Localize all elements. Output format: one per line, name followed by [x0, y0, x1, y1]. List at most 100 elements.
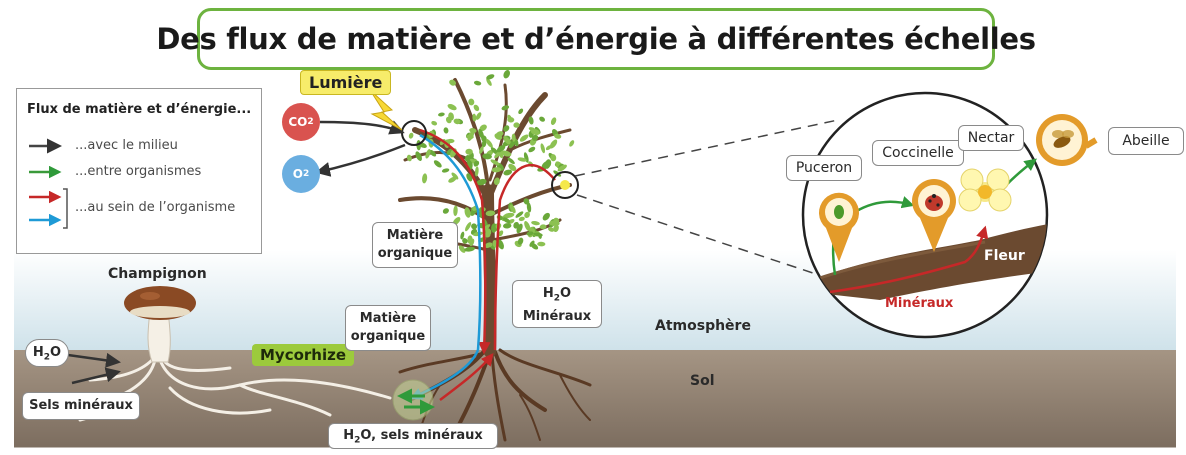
leaf [490, 159, 500, 166]
leaf [481, 139, 487, 148]
legend-title: Flux de matière et d’énergie... [27, 102, 252, 117]
leaf [485, 210, 496, 217]
leaf [473, 104, 480, 112]
h2o-min-sub: 2 [553, 293, 561, 304]
leaf [491, 167, 502, 173]
coccinelle-label: Coccinelle [872, 140, 964, 166]
sap-flow-red-up [493, 164, 556, 351]
leaf [460, 231, 465, 240]
matiere-organique-root-line1: Matière [359, 311, 417, 326]
leaf [542, 212, 550, 221]
leaf [557, 164, 567, 172]
mycorhize-label: Mycorhize [252, 344, 355, 366]
leaf [490, 147, 499, 155]
leaf [523, 152, 529, 163]
h2o-sels-label: H2O, sels minéraux [328, 423, 498, 449]
leaf [479, 124, 487, 132]
leaf [531, 220, 540, 226]
leaf [526, 231, 534, 236]
root-flow-red [439, 353, 494, 401]
fleur-label: Fleur [984, 248, 1025, 264]
leaf [526, 202, 532, 213]
leaf [519, 134, 529, 142]
leaf [464, 207, 471, 218]
h2o-min-o: O [560, 286, 572, 301]
matiere-organique-tree-line1: Matière [386, 228, 444, 243]
leaf [529, 240, 535, 247]
leaf [549, 139, 558, 149]
leaf [531, 134, 539, 141]
leaf [474, 166, 479, 177]
leaf [471, 223, 478, 230]
leaf [538, 232, 542, 239]
abeille-label: Abeille [1108, 127, 1184, 155]
leaf [476, 178, 487, 186]
legend: Flux de matière et d’énergie... ...avec … [16, 88, 262, 254]
o2-arrow [315, 143, 406, 177]
sap-flow-red [419, 128, 491, 355]
leaf [517, 157, 527, 162]
leaf [458, 245, 466, 253]
leaf [524, 220, 531, 232]
atmosphere-label: Atmosphère [655, 318, 751, 334]
leaf [468, 98, 475, 106]
puceron-label: Puceron [786, 155, 862, 181]
mushroom [124, 286, 196, 363]
leaf [511, 133, 516, 142]
h2o-sels-sub: 2 [354, 435, 361, 446]
leaf [478, 128, 484, 139]
leaf [503, 212, 515, 218]
leaf [475, 112, 482, 120]
mycorrhiza-zone [392, 379, 434, 421]
co2-text: CO [288, 115, 308, 129]
leaf [453, 118, 461, 125]
h2o-sels-h: H [343, 428, 355, 443]
leaf [508, 163, 517, 172]
leaf [541, 161, 550, 169]
mineraux-zoom-label: Minéraux [885, 296, 954, 311]
h2o-mineraux-label: H2O Minéraux [512, 280, 602, 328]
leaf [503, 223, 512, 229]
o2-text: O [292, 167, 303, 181]
leaf [500, 150, 512, 157]
leaf [503, 169, 512, 176]
leaf [507, 117, 515, 123]
small-flower [560, 180, 570, 190]
leaf [473, 80, 482, 86]
leaf [486, 74, 495, 80]
leaf [518, 108, 524, 115]
legend-item-milieu: ...avec le milieu [75, 138, 178, 153]
leaf [494, 150, 502, 159]
h2o-o: O [50, 345, 62, 360]
leaf [453, 205, 458, 217]
leaf [472, 113, 477, 122]
legend-arrows [29, 138, 68, 229]
leaf [517, 237, 524, 245]
leaf [464, 246, 476, 252]
leaf [539, 116, 545, 122]
leaf [503, 125, 510, 132]
leaf [550, 154, 557, 162]
leaf [441, 168, 450, 173]
leaf [442, 208, 449, 214]
leaf [503, 69, 510, 79]
lumiere-label: Lumière [300, 70, 392, 95]
leaf [422, 173, 428, 184]
matiere-organique-tree: Matière organique [372, 222, 458, 268]
leaf [496, 144, 506, 153]
page-title: Des flux de matière et d’énergie à diffé… [156, 22, 1036, 56]
leaf [467, 235, 473, 244]
leaf [516, 223, 523, 234]
leaf [485, 138, 493, 148]
leaf [515, 211, 524, 218]
leaf [528, 146, 536, 153]
leaf [550, 117, 557, 125]
leaf [465, 221, 472, 232]
title-box: Des flux de matière et d’énergie à diffé… [156, 8, 1036, 70]
bee-marker [1036, 114, 1098, 166]
soil-band [14, 350, 1176, 448]
leaf [513, 122, 520, 128]
